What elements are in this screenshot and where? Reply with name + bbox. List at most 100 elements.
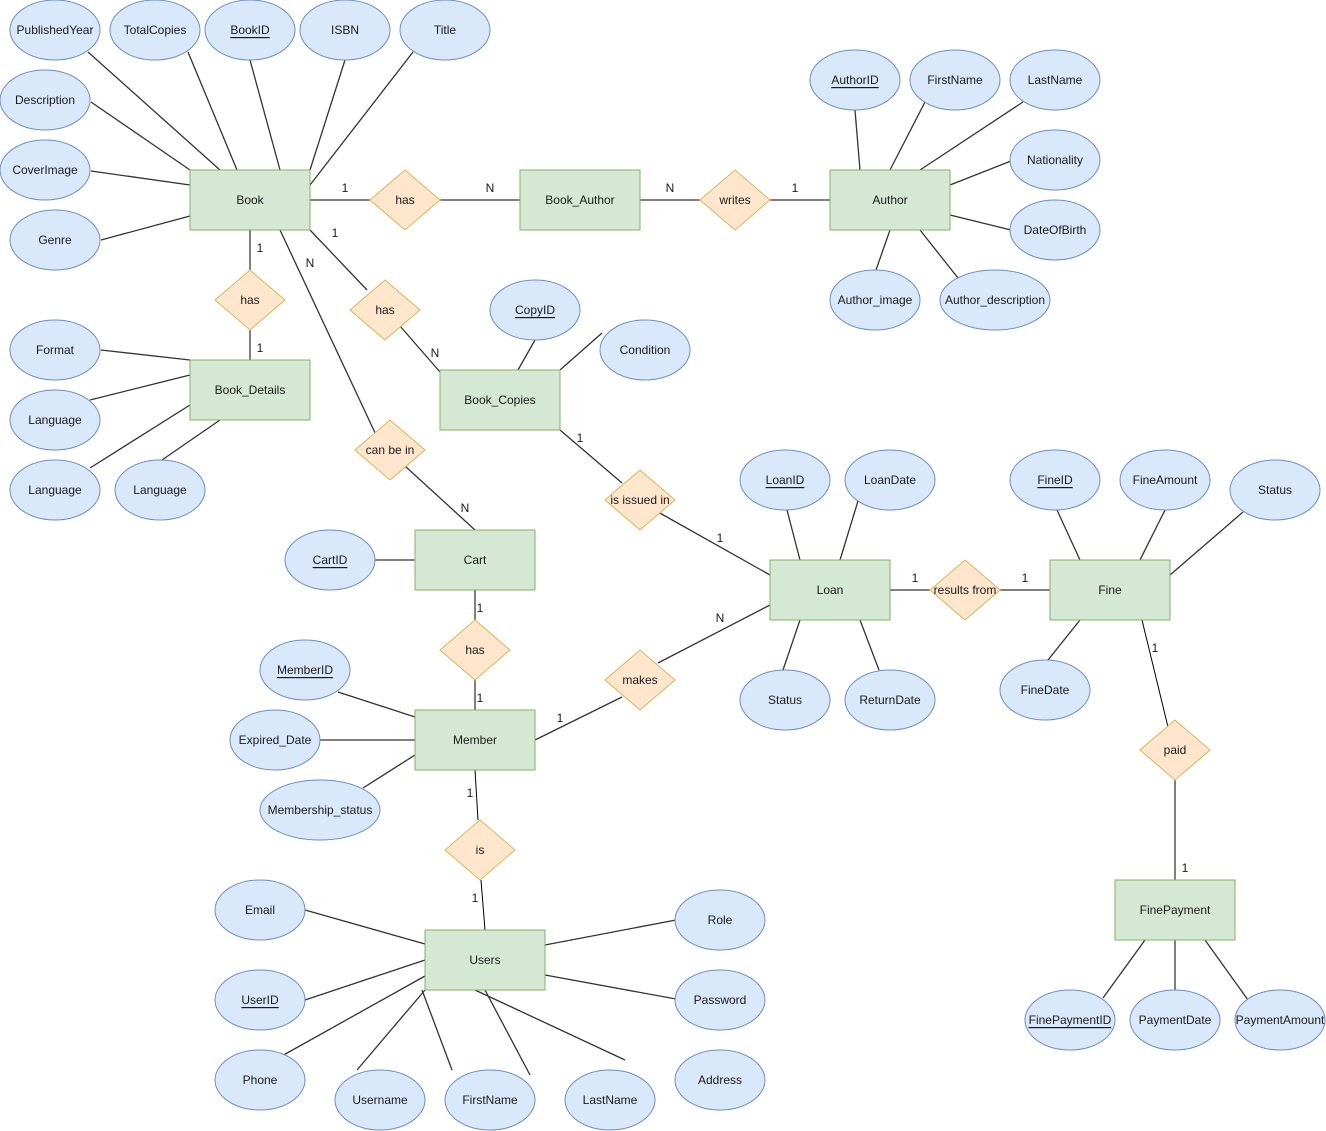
attribute-connector [854,109,861,171]
entity-label: FinePayment [1140,903,1211,917]
relationship-is[interactable]: is [444,819,516,881]
attribute-format[interactable]: Format [9,319,101,381]
attribute-finedate[interactable]: FineDate [999,659,1091,721]
entity-users[interactable]: Users [424,929,546,991]
relationship-can-be-in[interactable]: can be in [354,419,426,481]
attribute-label: Expired_Date [239,733,312,747]
attribute-username[interactable]: Username [334,1069,426,1131]
attribute-condition[interactable]: Condition [599,319,691,381]
attribute-payamount[interactable]: PaymentAmount [1234,989,1326,1051]
attribute-lang2[interactable]: Language [9,459,101,521]
attribute-connector [839,500,859,561]
entity-finepayment[interactable]: FinePayment [1114,879,1236,941]
entity-book-details[interactable]: Book_Details [189,359,311,421]
relationship-book-has-copies[interactable]: has [349,279,421,341]
attribute-publishedyear[interactable]: PublishedYear [9,0,101,61]
relationship-paid[interactable]: paid [1139,719,1211,781]
attribute-memberid[interactable]: MemberID [259,639,351,701]
attribute-connector [89,374,191,401]
attribute-lang3[interactable]: Language [114,459,206,521]
attribute-connector [786,509,801,561]
cardinality-label: N [306,256,315,270]
entity-box [414,529,536,591]
cardinality-label: 1 [1182,861,1189,875]
entity-label: Book_Author [545,193,614,207]
attribute-returndate[interactable]: ReturnDate [844,669,936,731]
attribute-ellipse [1234,989,1326,1051]
relationship-makes[interactable]: makes [604,649,676,711]
attribute-author-image[interactable]: Author_image [829,269,921,331]
entity-member[interactable]: Member [414,709,536,771]
attribute-phone[interactable]: Phone [214,1049,306,1111]
attribute-label: FirstName [927,73,983,87]
attribute-paydate[interactable]: PaymentDate [1129,989,1221,1051]
attribute-fineid[interactable]: FineID [1009,449,1101,511]
attribute-loanid[interactable]: LoanID [739,449,831,511]
attribute-loanstatus[interactable]: Status [739,669,831,731]
attribute-label: DateOfBirth [1024,223,1087,237]
relationship-connector [404,465,476,531]
attribute-nationality[interactable]: Nationality [1009,129,1101,191]
attribute-genre[interactable]: Genre [9,209,101,271]
relationship-issued-in[interactable]: is issued in [604,469,676,531]
entity-author[interactable]: Author [829,169,951,231]
attribute-fpid[interactable]: FinePaymentID [1024,989,1116,1051]
attribute-authorid[interactable]: AuthorID [809,49,901,111]
attribute-ellipse [674,1049,766,1111]
attribute-connector [187,51,238,171]
attribute-label: PaymentAmount [1236,1013,1325,1027]
entity-loan[interactable]: Loan [769,559,891,621]
attribute-email[interactable]: Email [214,879,306,941]
attribute-coverimage[interactable]: CoverImage [0,139,91,201]
attribute-connector [309,51,414,186]
attribute-label: Nationality [1027,153,1083,167]
primary-key-label: CopyID [515,303,555,317]
attribute-bookid[interactable]: BookID [204,0,296,61]
attribute-finestatus[interactable]: Status [1229,459,1321,521]
attribute-copyid[interactable]: CopyID [489,279,581,341]
entity-cart[interactable]: Cart [414,529,536,591]
attribute-password[interactable]: Password [674,969,766,1031]
attribute-cartid[interactable]: CartID [284,529,376,591]
attribute-alastname[interactable]: LastName [1009,49,1101,111]
attribute-lang1[interactable]: Language [9,389,101,451]
attribute-fineamount[interactable]: FineAmount [1119,449,1211,511]
attribute-loandate[interactable]: LoanDate [844,449,936,511]
cardinality-label: 1 [557,711,564,725]
relationship-writes[interactable]: writes [699,169,771,231]
attribute-ufirstname[interactable]: FirstName [444,1069,536,1131]
attribute-description[interactable]: Description [0,69,91,131]
attribute-dob[interactable]: DateOfBirth [1009,199,1101,261]
attribute-role[interactable]: Role [674,889,766,951]
relationship-connector [559,429,623,484]
primary-key-label: FineID [1037,473,1073,487]
attribute-label: Phone [243,1073,278,1087]
attribute-connector [100,215,191,241]
relationship-book-has-details[interactable]: has [214,269,286,331]
attribute-expired[interactable]: Expired_Date [229,709,321,771]
primary-key-label: LoanID [766,473,805,487]
attribute-title[interactable]: Title [399,0,491,61]
relationship-results-from[interactable]: results from [929,559,1001,621]
attribute-mstatus[interactable]: Membership_status [259,779,381,841]
attribute-connector [782,619,801,671]
attribute-address[interactable]: Address [674,1049,766,1111]
relationship-diamond [354,419,426,481]
attribute-afirstname[interactable]: FirstName [909,49,1001,111]
attribute-ulastname[interactable]: LastName [564,1069,656,1131]
entity-book-author[interactable]: Book_Author [519,169,641,231]
entity-label: Book_Copies [464,393,535,407]
attribute-totalcopies[interactable]: TotalCopies [109,0,201,61]
cardinality-label: 1 [1152,641,1159,655]
entity-book[interactable]: Book [189,169,311,231]
entity-fine[interactable]: Fine [1049,559,1171,621]
attribute-isbn[interactable]: ISBN [299,0,391,61]
relationship-book-has-ba[interactable]: has [369,169,441,231]
attribute-userid[interactable]: UserID [214,969,306,1031]
attribute-author-desc[interactable]: Author_description [939,269,1051,331]
relationship-cart-has[interactable]: has [439,619,511,681]
relationship-diamond [604,469,676,531]
entity-book-copies[interactable]: Book_Copies [439,369,561,431]
attribute-ellipse [9,209,101,271]
